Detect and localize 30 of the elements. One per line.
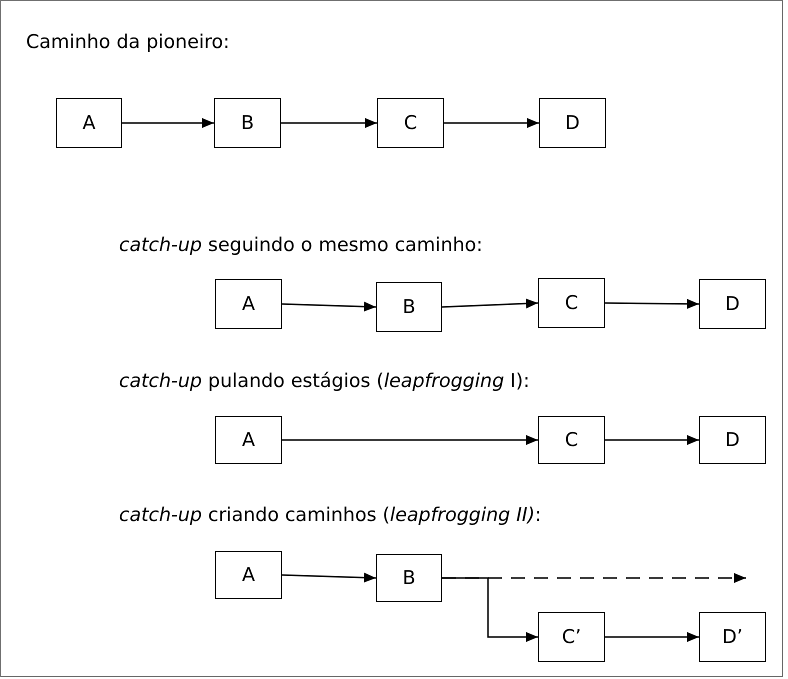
arrow <box>444 118 539 128</box>
stage-box: B <box>214 98 281 148</box>
arrow <box>282 572 376 583</box>
section-heading: Caminho da pioneiro: <box>26 31 230 53</box>
stage-box: D <box>699 279 766 329</box>
stage-box: A <box>215 551 282 599</box>
stage-box: D <box>539 98 606 148</box>
stage-box: C <box>377 98 444 148</box>
arrow <box>282 302 376 312</box>
stage-box: C’ <box>538 612 605 662</box>
arrow <box>442 298 538 308</box>
stage-box: B <box>376 282 442 332</box>
arrow <box>442 577 538 642</box>
section-heading: catch-up pulando estágios (leapfrogging I): <box>119 370 530 392</box>
stage-box: D’ <box>699 612 766 662</box>
section-heading: catch-up criando caminhos (leapfrogging II): <box>119 504 542 526</box>
arrow <box>605 632 699 642</box>
section-heading: catch-up seguindo o mesmo caminho: <box>119 234 483 256</box>
arrow <box>282 435 538 445</box>
stage-box: C <box>538 278 605 328</box>
arrow <box>281 118 377 128</box>
arrow <box>605 435 699 445</box>
stage-box: A <box>215 416 282 464</box>
stage-box: C <box>538 416 605 464</box>
stage-box: D <box>699 416 766 464</box>
stage-box: A <box>215 279 282 329</box>
stage-box: A <box>56 98 122 148</box>
arrow <box>122 118 214 128</box>
arrow <box>605 298 699 309</box>
stage-box: B <box>376 554 442 602</box>
